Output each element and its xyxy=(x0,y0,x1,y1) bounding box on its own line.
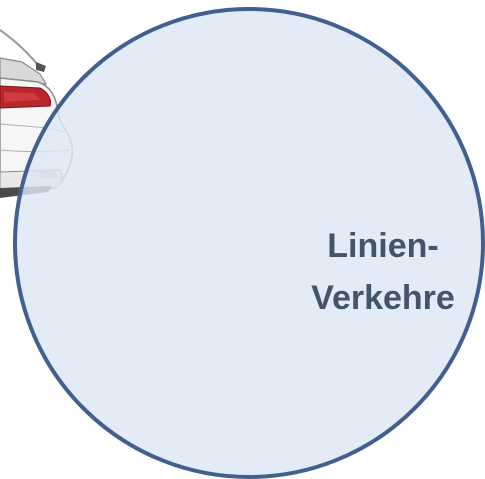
circle-label-line2: Verkehre xyxy=(311,279,455,317)
linien-verkehre-circle xyxy=(13,7,485,479)
circle-label-line1: Linien- xyxy=(327,227,439,265)
circle-label: Linien- Verkehre xyxy=(288,220,478,324)
